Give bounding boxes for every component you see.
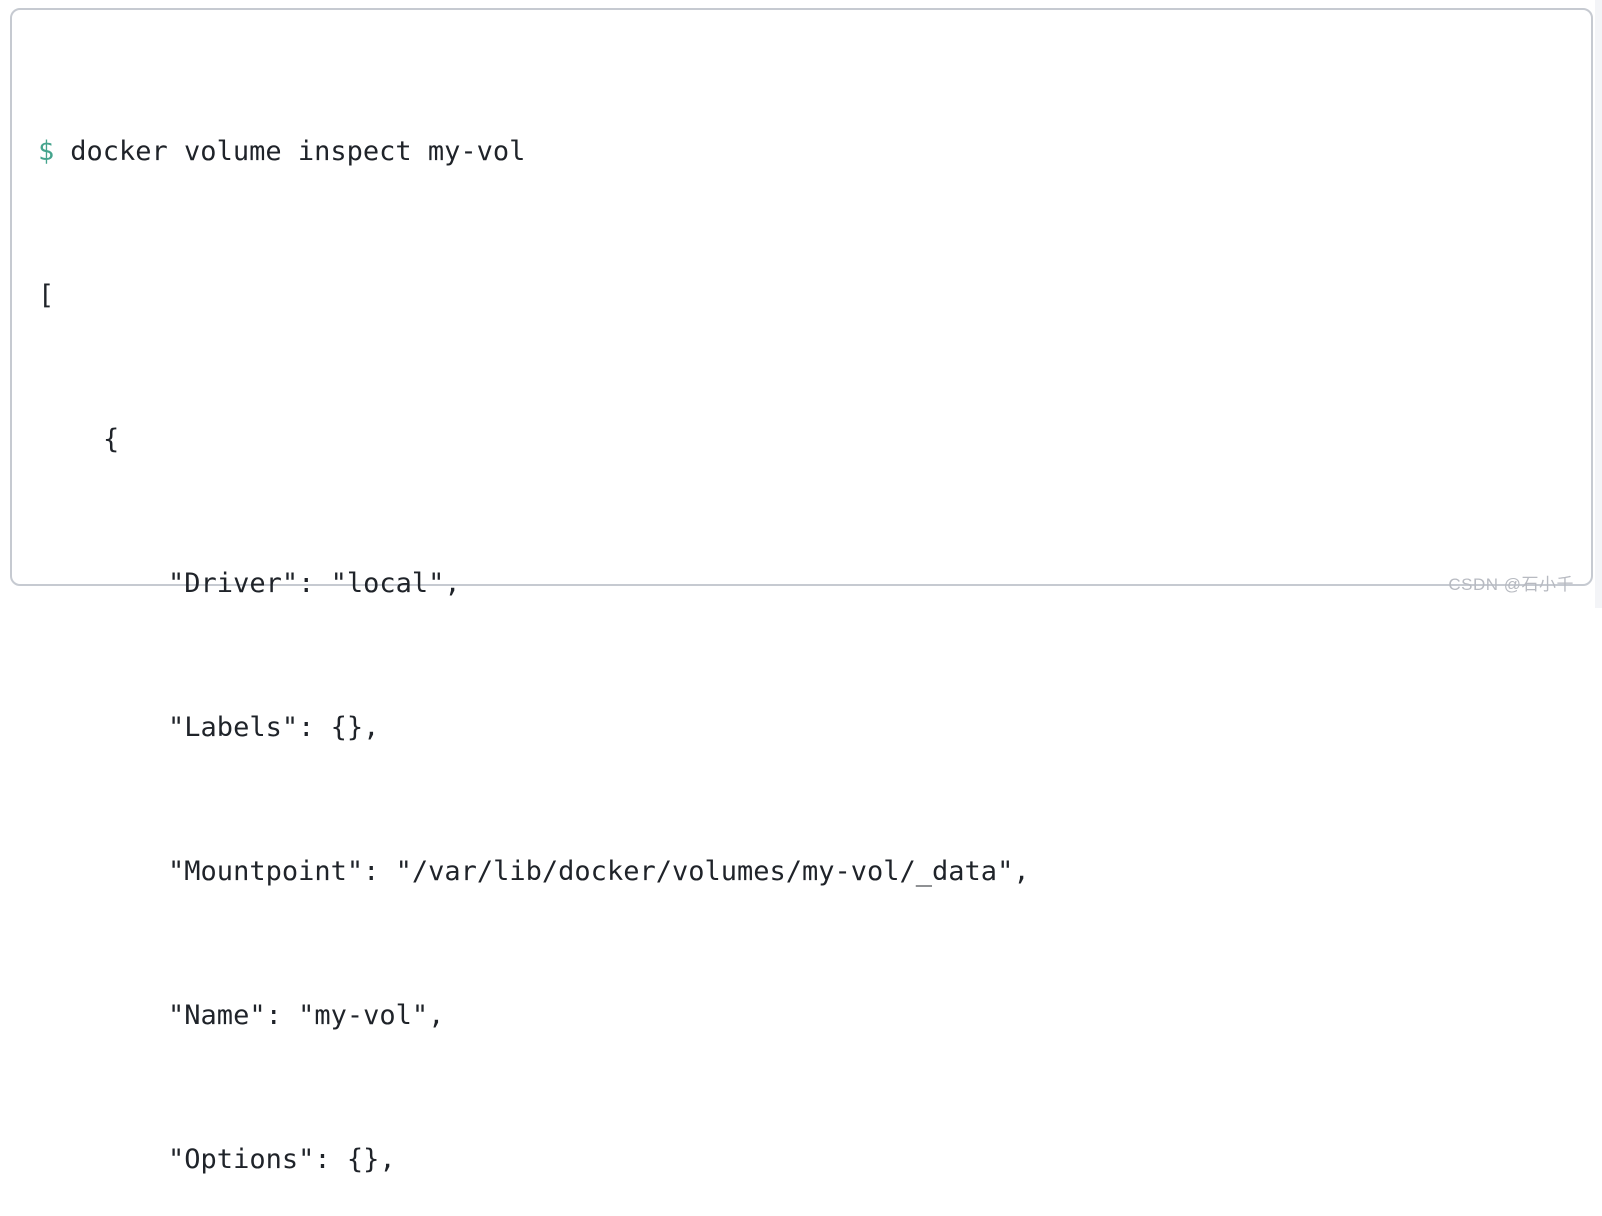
output-line: "Driver": "local", [38,568,461,599]
shell-prompt-symbol: $ [38,136,55,167]
output-line: "Labels": {}, [38,712,380,743]
output-line: "Name": "my-vol", [38,1000,445,1031]
watermark: CSDN @石小千 [1448,575,1574,594]
output-line: { [38,424,120,455]
code-block: $ docker volume inspect my-vol [ { "Drive… [10,8,1593,1175]
output-line: "Options": {}, [38,1144,396,1175]
terminal-output: $ docker volume inspect my-vol [ { "Drive… [38,32,1565,1216]
output-line: [ [38,280,55,311]
page-right-gutter [1595,0,1602,608]
command-line: $ docker volume inspect my-vol [38,128,1565,176]
command-text: docker volume inspect my-vol [70,136,526,167]
output-line: "Mountpoint": "/var/lib/docker/volumes/m… [38,856,1030,887]
